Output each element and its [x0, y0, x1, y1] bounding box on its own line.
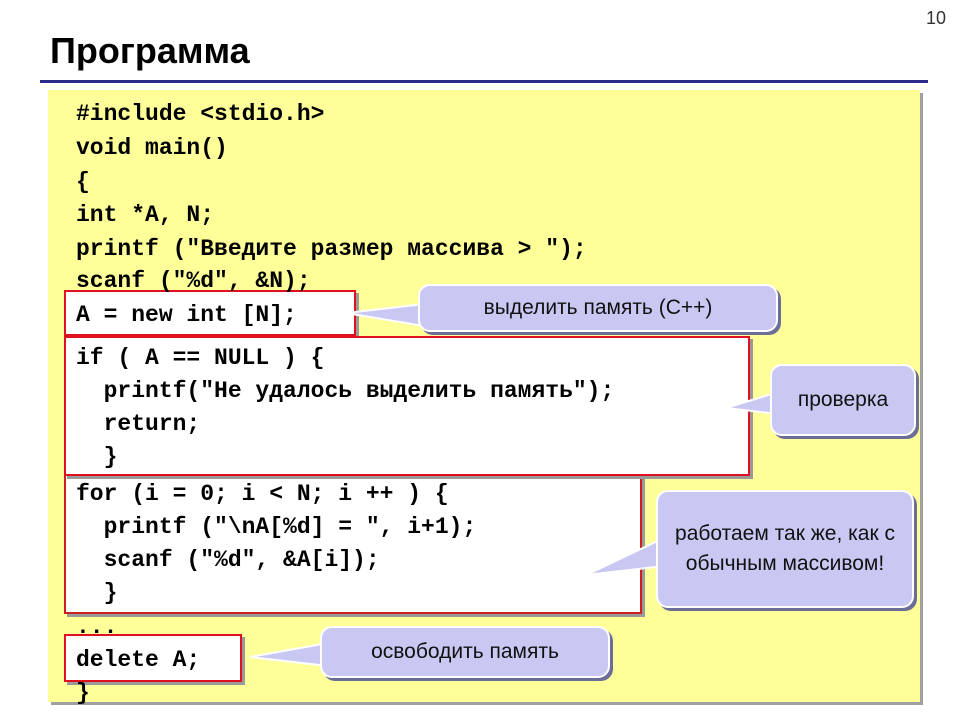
work-callout-pointer [585, 536, 665, 576]
code-line-loop-printf: printf ("\nA[%d] = ", i+1); [76, 514, 477, 540]
code-line-scanf-size: scanf ("%d", &N); [76, 268, 311, 294]
code-line-include: #include <stdio.h> [76, 101, 325, 127]
work-callout: работаем так же, как с обычным массивом! [656, 490, 914, 608]
code-line-loop-close: } [76, 580, 118, 606]
code-line-main: void main() [76, 135, 228, 161]
slide-number: 10 [925, 8, 946, 28]
code-line-printf-prompt: printf ("Введите размер массива > "); [76, 236, 587, 262]
title-divider [40, 80, 928, 83]
check-highlight-box [64, 336, 750, 476]
alloc-highlight-box [64, 290, 356, 336]
free-callout: освободить память [320, 626, 610, 678]
code-line-return: return; [76, 411, 201, 437]
check-callout: проверка [770, 364, 916, 436]
code-line-alloc: A = new int [N]; [76, 302, 297, 328]
code-line-error-printf: printf("Не удалось выделить память"); [76, 378, 615, 404]
code-line-open-brace: { [76, 169, 90, 195]
code-line-delete: delete A; [76, 647, 201, 673]
delete-highlight-box [64, 634, 242, 682]
free-callout-pointer [249, 641, 329, 668]
code-line-ellipsis: ... [76, 614, 118, 640]
code-line-loop-scanf: scanf ("%d", &A[i]); [76, 547, 380, 573]
code-line-for: for (i = 0; i < N; i ++ ) { [76, 481, 449, 507]
code-line-if-close: } [76, 444, 118, 470]
alloc-callout: выделить память (С++) [418, 284, 778, 332]
code-line-close-brace: } [76, 680, 90, 706]
code-line-if-null: if ( A == NULL ) { [76, 345, 325, 371]
slide-title: Программа [50, 30, 250, 71]
code-line-declaration: int *A, N; [76, 202, 215, 228]
alloc-callout-pointer [345, 302, 425, 328]
